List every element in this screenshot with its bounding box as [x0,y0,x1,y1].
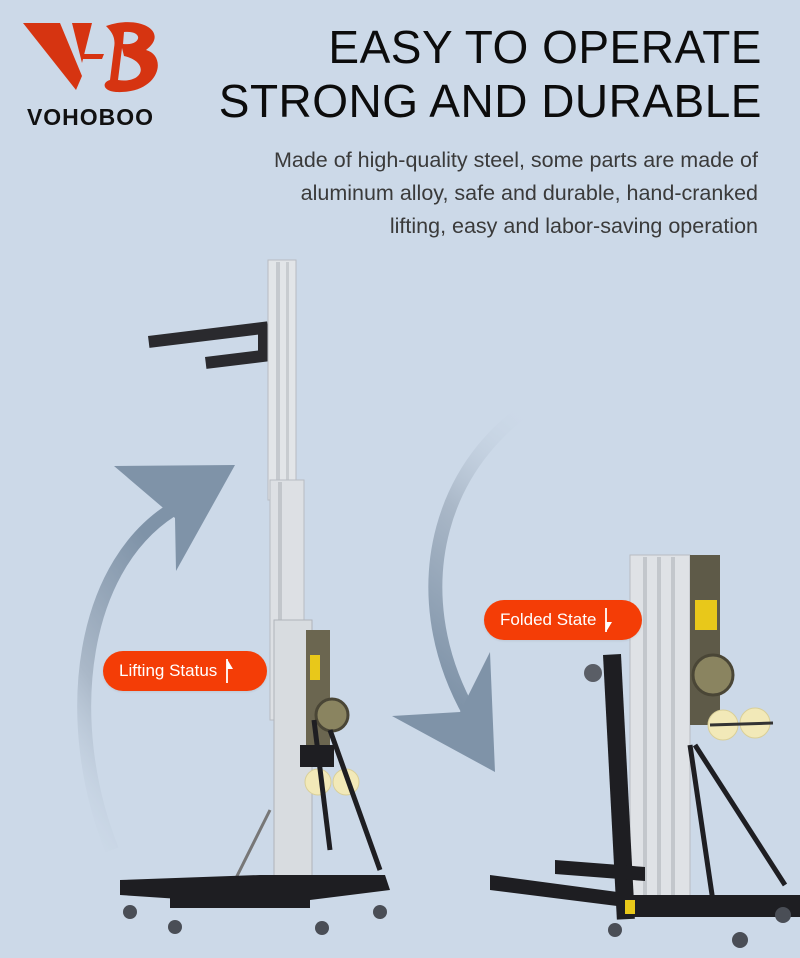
down-curved-arrow-icon [392,385,559,772]
lifting-status-badge: Lifting Status [103,651,267,691]
vb-logo-mark-icon [23,22,158,93]
description-line-1: Made of high-quality steel, some parts a… [273,148,758,172]
extended-lift-image [120,259,390,935]
product-description: Made of high-quality steel, some parts a… [198,144,758,243]
down-arrow-icon [605,608,613,632]
description-line-3: lifting, easy and labor-saving operation [389,214,758,238]
folded-state-label: Folded State [500,610,597,629]
description-line-2: aluminum alloy, safe and durable, hand-c… [300,181,758,205]
folded-state-badge: Folded State [484,600,642,640]
up-curved-arrow-icon [77,465,235,853]
page-headline: EASY TO OPERATE STRONG AND DURABLE [219,20,762,128]
headline-line-2: STRONG AND DURABLE [218,75,762,127]
up-arrow-icon [226,659,234,683]
brand-logo: VOHOBOO [18,18,163,130]
brand-name: VOHOBOO [26,104,155,130]
lifting-status-label: Lifting Status [119,661,218,680]
headline-line-1: EASY TO OPERATE [328,21,762,73]
